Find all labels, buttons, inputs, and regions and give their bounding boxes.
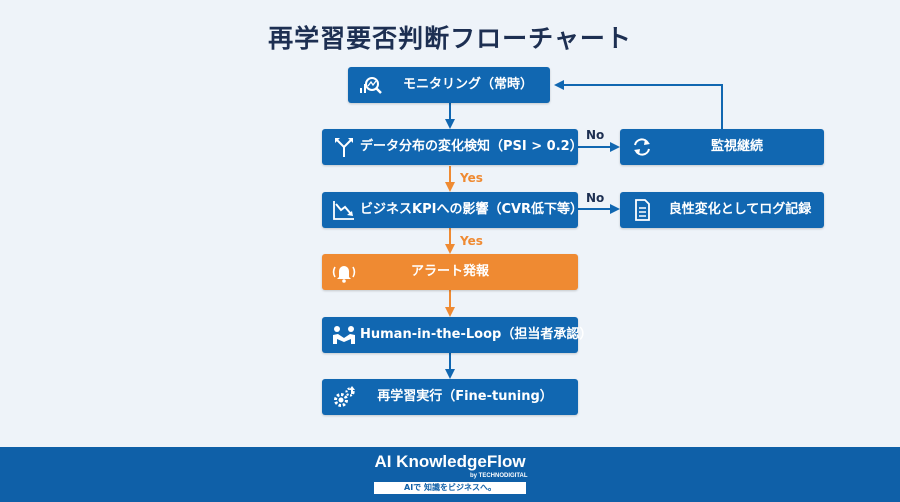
node-monitoring: モニタリング（常時） (348, 67, 550, 103)
gears-icon (332, 386, 356, 408)
refresh-icon (630, 136, 654, 158)
edge-continue-loop (554, 80, 723, 129)
brand-name: AI KnowledgeFlow (374, 452, 526, 471)
footer-bar: AI KnowledgeFlow by TECHNODIGITAL AIで 知識… (0, 447, 900, 502)
node-human-in-the-loop-label: Human-in-the-Loop（担当者承認） (360, 327, 593, 342)
node-business-kpi: ビジネスKPIへの影響（CVR低下等） (322, 192, 584, 228)
node-retrain: 再学習実行（Fine-tuning） (322, 379, 578, 415)
node-monitoring-label: モニタリング（常時） (402, 77, 533, 92)
edge-label-drift-no: No (586, 128, 605, 142)
alarm-bell-icon (332, 261, 356, 283)
node-continue-monitoring-label: 監視継続 (710, 139, 763, 154)
monitor-analytics-icon (358, 74, 382, 96)
page-title: 再学習要否判断フローチャート (268, 24, 632, 53)
node-human-in-the-loop: Human-in-the-Loop（担当者承認） (322, 317, 593, 353)
edge-label-kpi-no: No (586, 191, 605, 205)
handshake-icon (332, 324, 356, 346)
node-drift-detection: データ分布の変化検知（PSI > 0.2） (322, 129, 583, 165)
node-continue-monitoring: 監視継続 (620, 129, 824, 165)
node-drift-detection-label: データ分布の変化検知（PSI > 0.2） (360, 139, 583, 154)
node-business-kpi-label: ビジネスKPIへの影響（CVR低下等） (360, 202, 584, 217)
edge-label-drift-yes: Yes (460, 171, 483, 185)
node-retrain-label: 再学習実行（Fine-tuning） (377, 389, 553, 404)
node-log-record: 良性変化としてログ記録 (620, 192, 824, 228)
document-icon (630, 199, 654, 221)
node-alert: アラート発報 (322, 254, 578, 290)
brand-byline: by TECHNODIGITAL (470, 473, 528, 479)
node-log-record-label: 良性変化としてログ記録 (668, 202, 812, 217)
node-alert-label: アラート発報 (410, 264, 489, 279)
edge-label-kpi-yes: Yes (460, 234, 483, 248)
trend-down-icon (332, 199, 356, 221)
brand-tagline: AIで 知識をビジネスへ。 (374, 482, 526, 494)
split-arrows-icon (332, 136, 356, 158)
